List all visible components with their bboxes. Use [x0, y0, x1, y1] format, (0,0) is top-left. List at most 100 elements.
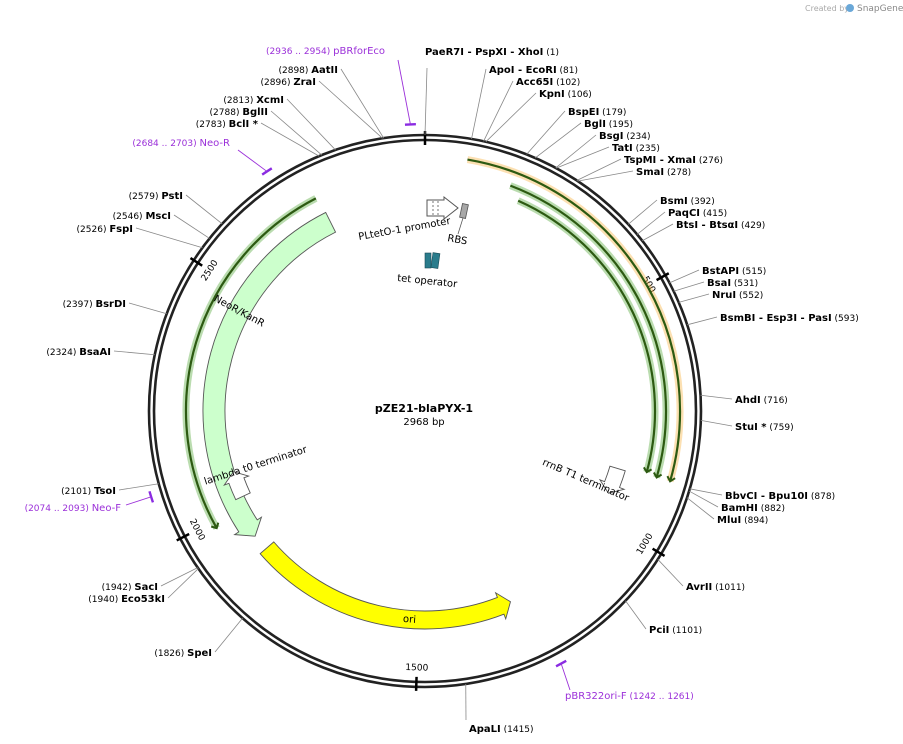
site-label: (2898) AatII	[278, 65, 338, 76]
snapgene-credit: Created by SnapGene	[805, 4, 903, 14]
site-bbvci-bpu10i[interactable]: BbvCI - Bpu10I (878)	[689, 488, 835, 502]
site-smai[interactable]: SmaI (278)	[577, 167, 691, 182]
site-nrui[interactable]: NruI (552)	[678, 290, 763, 303]
site-label: KpnI (106)	[539, 89, 592, 100]
orf-line-1[interactable]	[509, 184, 668, 478]
ruler-tick-label-2500: 2500	[200, 258, 221, 283]
primer-pbr322ori-f[interactable]: pBR322ori-F (1242 .. 1261)	[555, 659, 694, 702]
site-tati[interactable]: TatI (235)	[556, 143, 660, 169]
site-aatii[interactable]: (2898) AatII	[278, 65, 385, 139]
site-leader-line	[688, 490, 719, 508]
site-pcii[interactable]: PciI (1101)	[625, 600, 702, 636]
site-bsai[interactable]: BsaI (531)	[673, 278, 758, 292]
site-label: StuI * (759)	[735, 422, 794, 433]
site-psti[interactable]: (2579) PstI	[129, 191, 223, 225]
site-leader-line	[286, 98, 336, 151]
ruler-tick-label-1500: 1500	[405, 663, 428, 674]
site-bsrdi[interactable]: (2397) BsrDI	[63, 299, 167, 315]
primer-neo-f[interactable]: (2074 .. 2093) Neo-F	[25, 490, 155, 514]
site-zrai[interactable]: (2896) ZraI	[261, 77, 383, 139]
site-label: BglI (195)	[584, 119, 633, 130]
site-acc65i[interactable]: Acc65I (102)	[483, 77, 581, 142]
site-fspi[interactable]: (2526) FspI	[77, 224, 203, 249]
site-bcli[interactable]: (2783) BclI *	[196, 119, 320, 157]
feature-tet-operator[interactable]: tet operator	[397, 252, 459, 291]
site-leader-line	[627, 199, 658, 225]
site-bsaai[interactable]: (2324) BsaAI	[46, 347, 155, 358]
site-leader-line	[424, 67, 428, 136]
orf-line-2[interactable]	[517, 199, 657, 473]
site-leader-line	[657, 559, 684, 587]
site-leader-line	[526, 110, 566, 155]
site-stui[interactable]: StuI * (759)	[700, 419, 794, 433]
site-btsi-bts-i[interactable]: BtsI - BtsαI (429)	[642, 220, 765, 242]
site-bsgi[interactable]: BsgI (234)	[555, 131, 651, 169]
site-label: (2579) PstI	[129, 191, 183, 202]
site-label: TatI (235)	[612, 143, 660, 154]
orf-arrowhead-3	[210, 522, 220, 530]
site-leader-line	[118, 483, 159, 491]
primer-mark	[404, 122, 416, 126]
site-label: (1940) Eco53kI	[88, 594, 165, 605]
primer-neo-r[interactable]: (2684 .. 2703) Neo-R	[132, 138, 273, 176]
site-label: PciI (1101)	[649, 625, 702, 636]
site-paer7i-pspxi-xhoi[interactable]: PaeR7I - PspXI - XhoI (1)	[424, 47, 559, 136]
site-leader-line	[625, 600, 647, 630]
site-label: (2397) BsrDI	[63, 299, 126, 310]
feature-neor-kanr[interactable]	[202, 211, 337, 537]
site-label: AvrII (1011)	[686, 582, 745, 593]
site-label: MluI (894)	[717, 515, 768, 526]
credit-prefix: Created by	[805, 4, 849, 13]
site-bstapi[interactable]: BstAPI (515)	[669, 266, 766, 284]
site-bsmbi-esp3i-pasi[interactable]: BsmBI - Esp3I - PasI (593)	[687, 313, 859, 326]
primer-label: (2074 .. 2093) Neo-F	[25, 503, 122, 514]
site-xcmi[interactable]: (2813) XcmI	[223, 95, 336, 151]
feature-pltet-promoter[interactable]: PLtetO-1 promoter	[358, 195, 459, 243]
site-tspmi-xmai[interactable]: TspMI - XmaI (276)	[576, 155, 723, 181]
site-saci[interactable]: (1942) SacI	[102, 567, 198, 593]
site-bglii[interactable]: (2788) BglII	[210, 107, 323, 156]
site-label: BsaI (531)	[707, 278, 758, 289]
site-kpni[interactable]: KpnI (106)	[485, 89, 592, 143]
site-eco53ki[interactable]: (1940) Eco53kI	[88, 568, 199, 605]
site-bspei[interactable]: BspEI (179)	[526, 107, 627, 155]
site-leader-line	[700, 394, 733, 400]
site-label: Acc65I (102)	[516, 77, 580, 88]
restriction-sites: PaeR7I - PspXI - XhoI (1)ApoI - EcoRI (8…	[46, 47, 858, 735]
orf-line-0[interactable]	[467, 158, 682, 482]
site-bgli[interactable]: BglI (195)	[534, 119, 633, 159]
orf-line-3[interactable]	[184, 197, 317, 529]
orf-arrowhead-0	[666, 475, 676, 483]
site-msci[interactable]: (2546) MscI	[113, 211, 210, 239]
feature-rbs[interactable]: RBS	[446, 203, 469, 248]
site-leader-line	[270, 110, 323, 156]
site-apali[interactable]: ApaLI (1415)	[465, 683, 534, 735]
site-leader-line	[485, 92, 537, 143]
ruler-tick-label-1000: 1000	[635, 532, 656, 557]
feature-label-pltet-promoter: PLtetO-1 promoter	[358, 216, 453, 243]
site-leader-line	[340, 68, 385, 139]
site-leader-line	[128, 302, 167, 315]
site-paqci[interactable]: PaqCI (415)	[636, 208, 727, 235]
primer-pbrforeco[interactable]: (2936 .. 2954) pBRforEco	[266, 46, 416, 126]
site-leader-line	[534, 122, 582, 159]
site-leader-line	[686, 497, 715, 520]
feature-ori[interactable]	[259, 541, 511, 630]
site-leader-line	[556, 146, 610, 169]
primer-leader-line	[125, 496, 152, 506]
feature-label-tet-operator: tet operator	[397, 273, 459, 290]
site-leader-line	[636, 211, 666, 235]
site-leader-line	[673, 281, 705, 292]
site-bamhi[interactable]: BamHI (882)	[688, 490, 785, 514]
orf-arrowhead-1	[653, 472, 663, 479]
site-apoi-ecori[interactable]: ApoI - EcoRI (81)	[471, 65, 578, 140]
feature-rrnb-t1-terminator[interactable]	[598, 465, 626, 494]
site-tsoi[interactable]: (2101) TsoI	[61, 483, 159, 497]
site-avrii[interactable]: AvrII (1011)	[657, 559, 745, 593]
site-mlui[interactable]: MluI (894)	[686, 497, 768, 526]
site-spei[interactable]: (1826) SpeI	[154, 617, 243, 659]
feature-lambda-t0-terminator[interactable]	[223, 471, 251, 501]
site-leader-line	[318, 80, 383, 139]
site-bsmi[interactable]: BsmI (392)	[627, 196, 715, 225]
site-ahdi[interactable]: AhdI (716)	[700, 394, 788, 406]
